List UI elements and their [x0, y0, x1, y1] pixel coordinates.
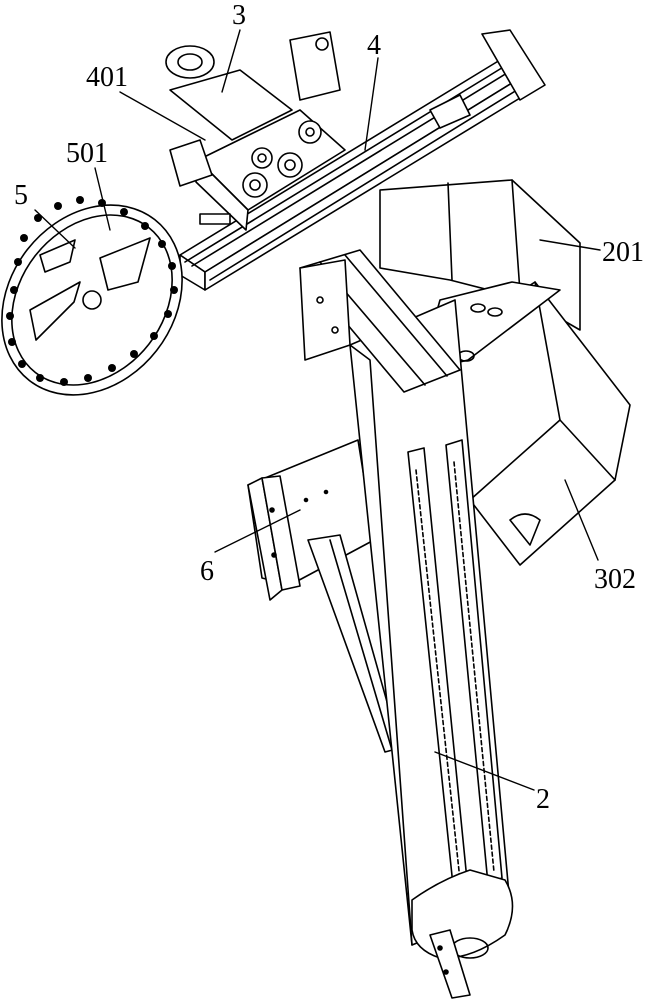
reference-label-501: 501	[66, 138, 108, 169]
reference-label-302: 302	[594, 564, 636, 595]
reference-label-201: 201	[602, 237, 644, 268]
reference-label-401: 401	[86, 62, 128, 93]
leader-lines	[34, 29, 601, 791]
side-plate	[247, 439, 375, 601]
horizontal-beam	[179, 29, 546, 291]
reference-label-5: 5	[14, 180, 28, 211]
reference-label-2: 2	[536, 784, 550, 815]
rotary-disc	[1, 196, 183, 396]
slide-frame	[299, 249, 461, 393]
reference-label-4: 4	[367, 30, 381, 61]
carriage-assembly	[165, 31, 346, 231]
reference-label-6: 6	[200, 556, 214, 587]
reference-label-3: 3	[232, 0, 246, 31]
